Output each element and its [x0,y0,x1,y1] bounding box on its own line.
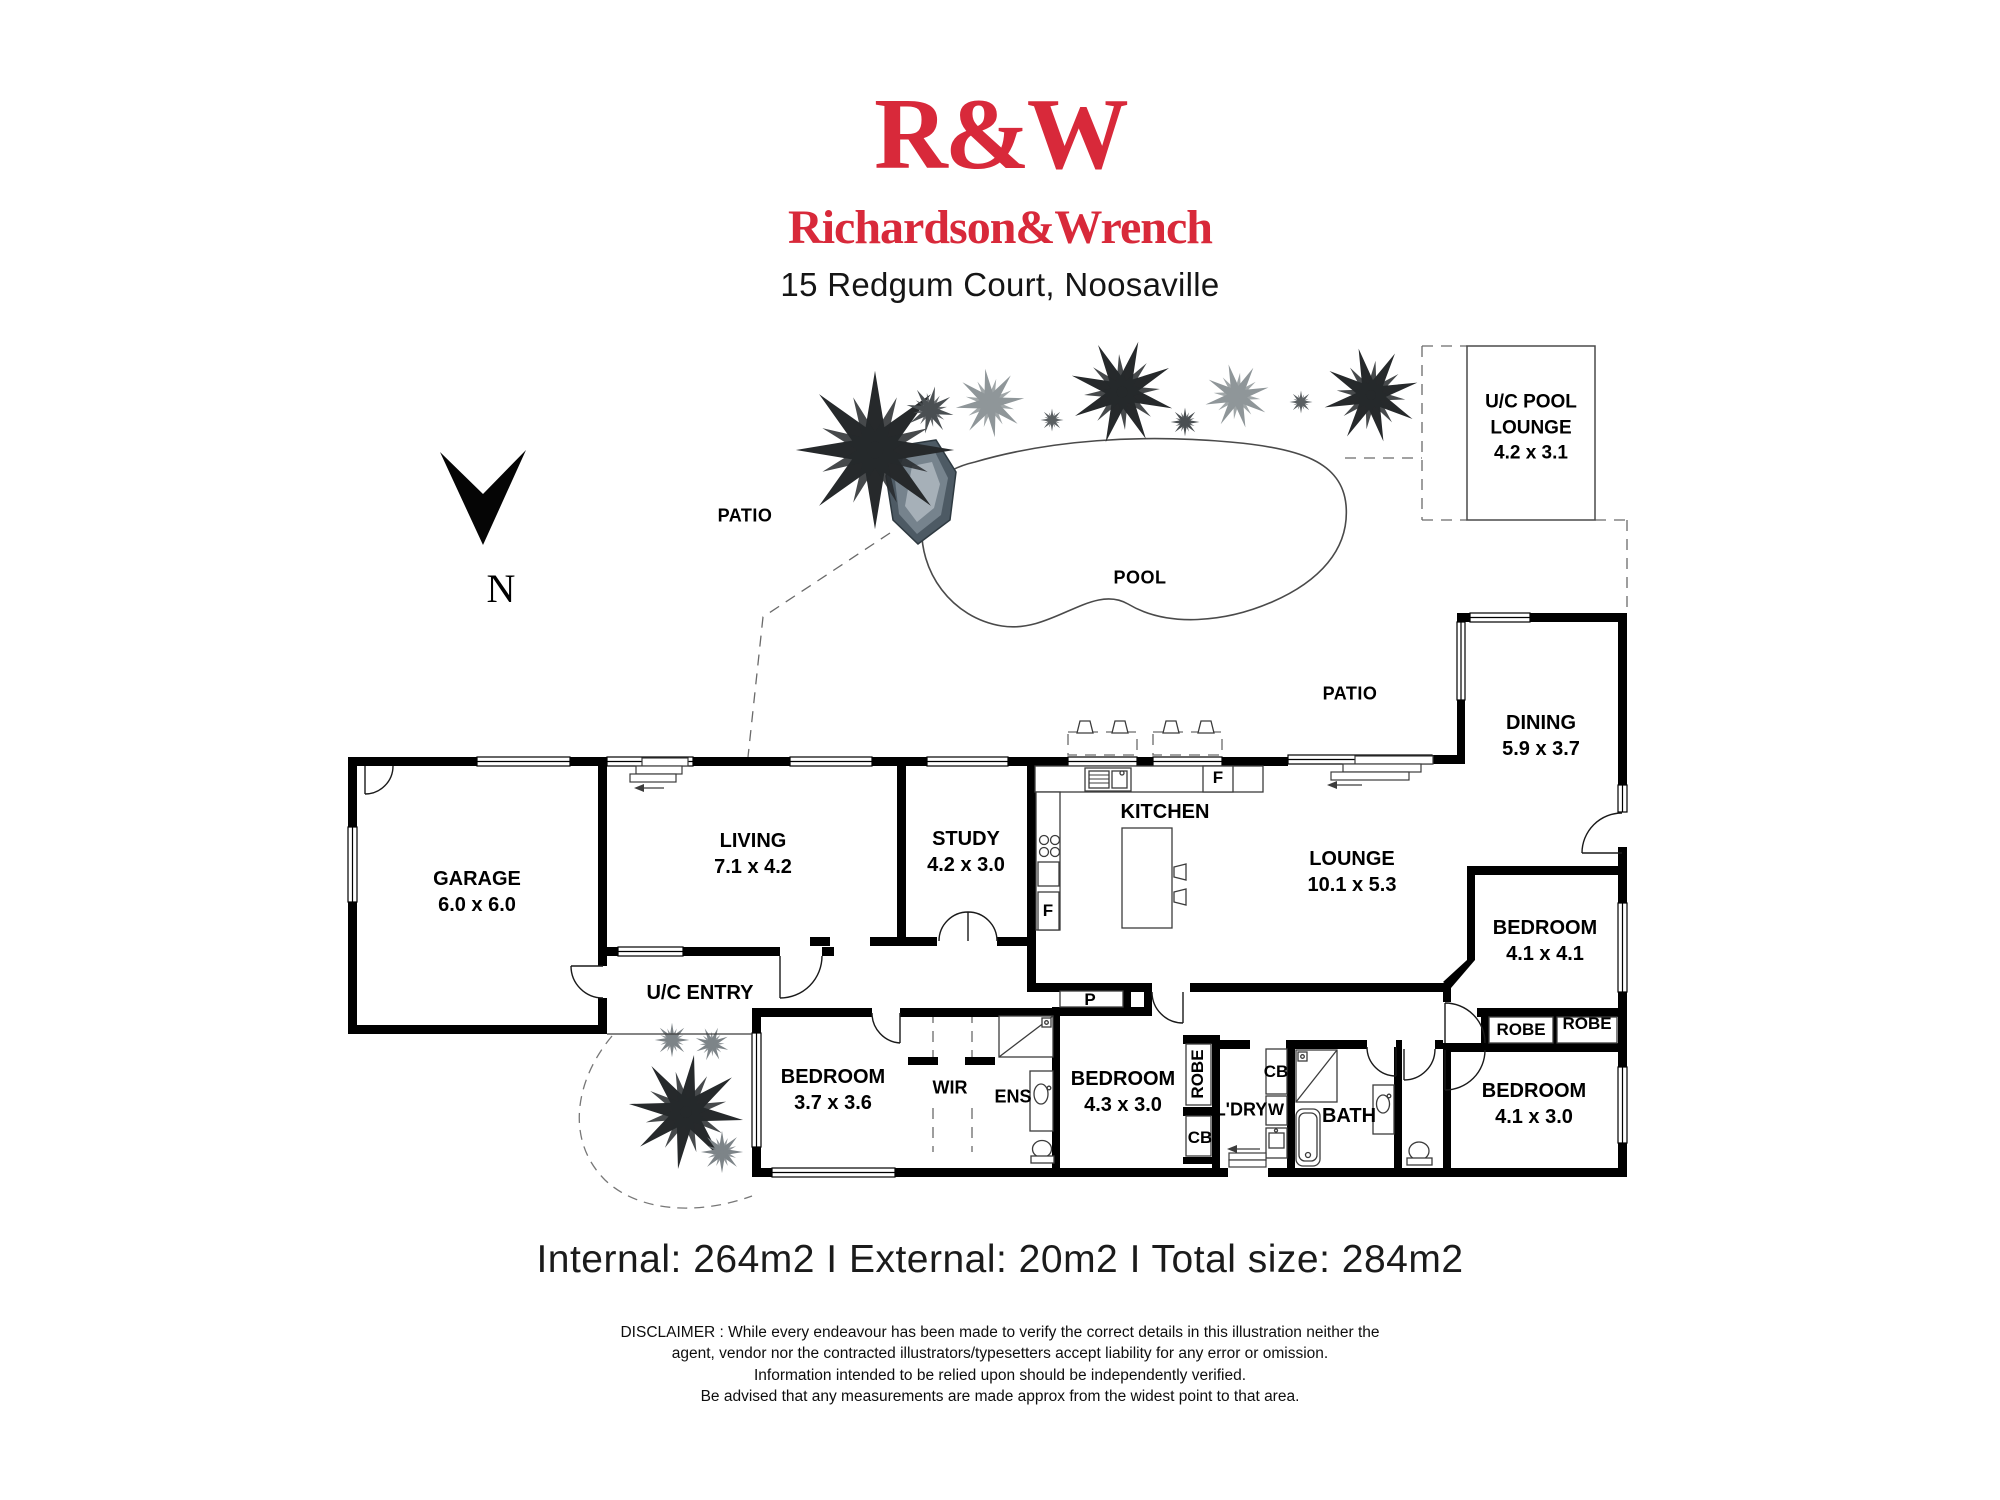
toilet-icon [1406,1141,1433,1166]
label-wir: WIR [932,1077,968,1098]
label-patio-upper: PATIO [717,505,773,526]
label-robe-bed2: ROBE [1187,1049,1207,1099]
stove-icon [1037,834,1061,887]
robe-box [1488,1016,1554,1044]
palm-tree-icon [795,370,955,530]
palm-tree-icon [1312,336,1430,454]
stool-icon [1197,720,1215,734]
disclaimer-line: Information intended to be relied upon s… [753,1366,1247,1384]
shrub-icon [1170,407,1200,437]
label-cb-bed2: CB [1187,1127,1213,1147]
label-robe1: ROBE [1496,1019,1546,1039]
shower-icon [1295,1049,1338,1103]
stool-icon [1111,720,1129,734]
laundry-trough-icon [1265,1127,1288,1159]
shrub-icon [689,1021,735,1067]
property-address: 15 Redgum Court, Noosaville [780,266,1220,303]
north-arrow-icon [440,450,526,545]
washer-box [1265,1095,1288,1126]
vanity-icon [1029,1070,1054,1132]
cupboard-box [1265,1048,1288,1095]
robe-box [1556,1016,1618,1044]
stool-icon [1173,863,1187,881]
stool-icon [1162,720,1180,734]
rw-logo: R&W [874,78,1129,191]
label-pool: POOL [1113,567,1167,588]
kitchen-fixtures [1034,720,1264,931]
vanity-icon [1372,1084,1395,1135]
shrub-icon [700,1130,744,1174]
island-bench [1121,827,1173,929]
walls [348,613,1627,1177]
pool-lounge-outline [1466,345,1596,521]
closet-boxes [1059,990,1618,1157]
label-fridge-top: F [1212,767,1224,787]
palm-tree-icon [620,1046,752,1178]
disclaimer-line: agent, vendor nor the contracted illustr… [671,1345,1329,1363]
pool-shape [920,437,1348,628]
label-robe2: ROBE [1562,1013,1612,1033]
fern-icon [1192,351,1282,441]
label-uc-entry: U/C ENTRY [646,982,754,1004]
pantry-box [1059,990,1124,1008]
shower-icon [998,1015,1054,1058]
label-patio-right: PATIO [1322,683,1378,704]
fridge-space [1202,765,1234,793]
label-pantry: P [1084,989,1096,1009]
stool-icon [1173,888,1187,906]
doors [364,765,1623,1091]
robe-box [1185,1043,1212,1106]
dashed-outlines [747,345,1628,1152]
brand-wordmark: Richardson&Wrench [788,201,1213,254]
label-ens: ENS [994,1086,1032,1107]
shrub-icon [1289,390,1313,414]
disclaimer-line: DISCLAIMER : While every endeavour has b… [620,1324,1380,1341]
disclaimer: DISCLAIMER : While every endeavour has b… [0,1322,2000,1408]
windows [347,612,1628,1178]
steps [607,755,1434,1168]
fridge-space [1037,891,1060,931]
area-summary: Internal: 264m2 I External: 20m2 I Total… [536,1238,1464,1281]
stool-icon [1076,720,1094,734]
bathroom-fixtures [998,1015,1433,1167]
label-kitchen: KITCHEN [1120,801,1210,823]
toilet-icon [1030,1139,1055,1164]
bathtub-icon [1295,1108,1321,1167]
label-fridge-low: F [1042,900,1054,920]
disclaimer-line: Be advised that any measurements are mad… [700,1388,1300,1406]
north-label: N [486,566,516,611]
label-bath: BATH [1321,1105,1377,1127]
cupboard-box [1185,1115,1212,1157]
label-cb-laundry: CB [1263,1061,1289,1081]
fern-icon [950,363,1030,443]
garden-bed [578,1021,753,1209]
label-washer: W [1267,1099,1285,1119]
label-laundry: L'DRY [1214,1099,1268,1120]
shrub-icon [654,1022,690,1058]
shrub-icon [1040,408,1064,432]
